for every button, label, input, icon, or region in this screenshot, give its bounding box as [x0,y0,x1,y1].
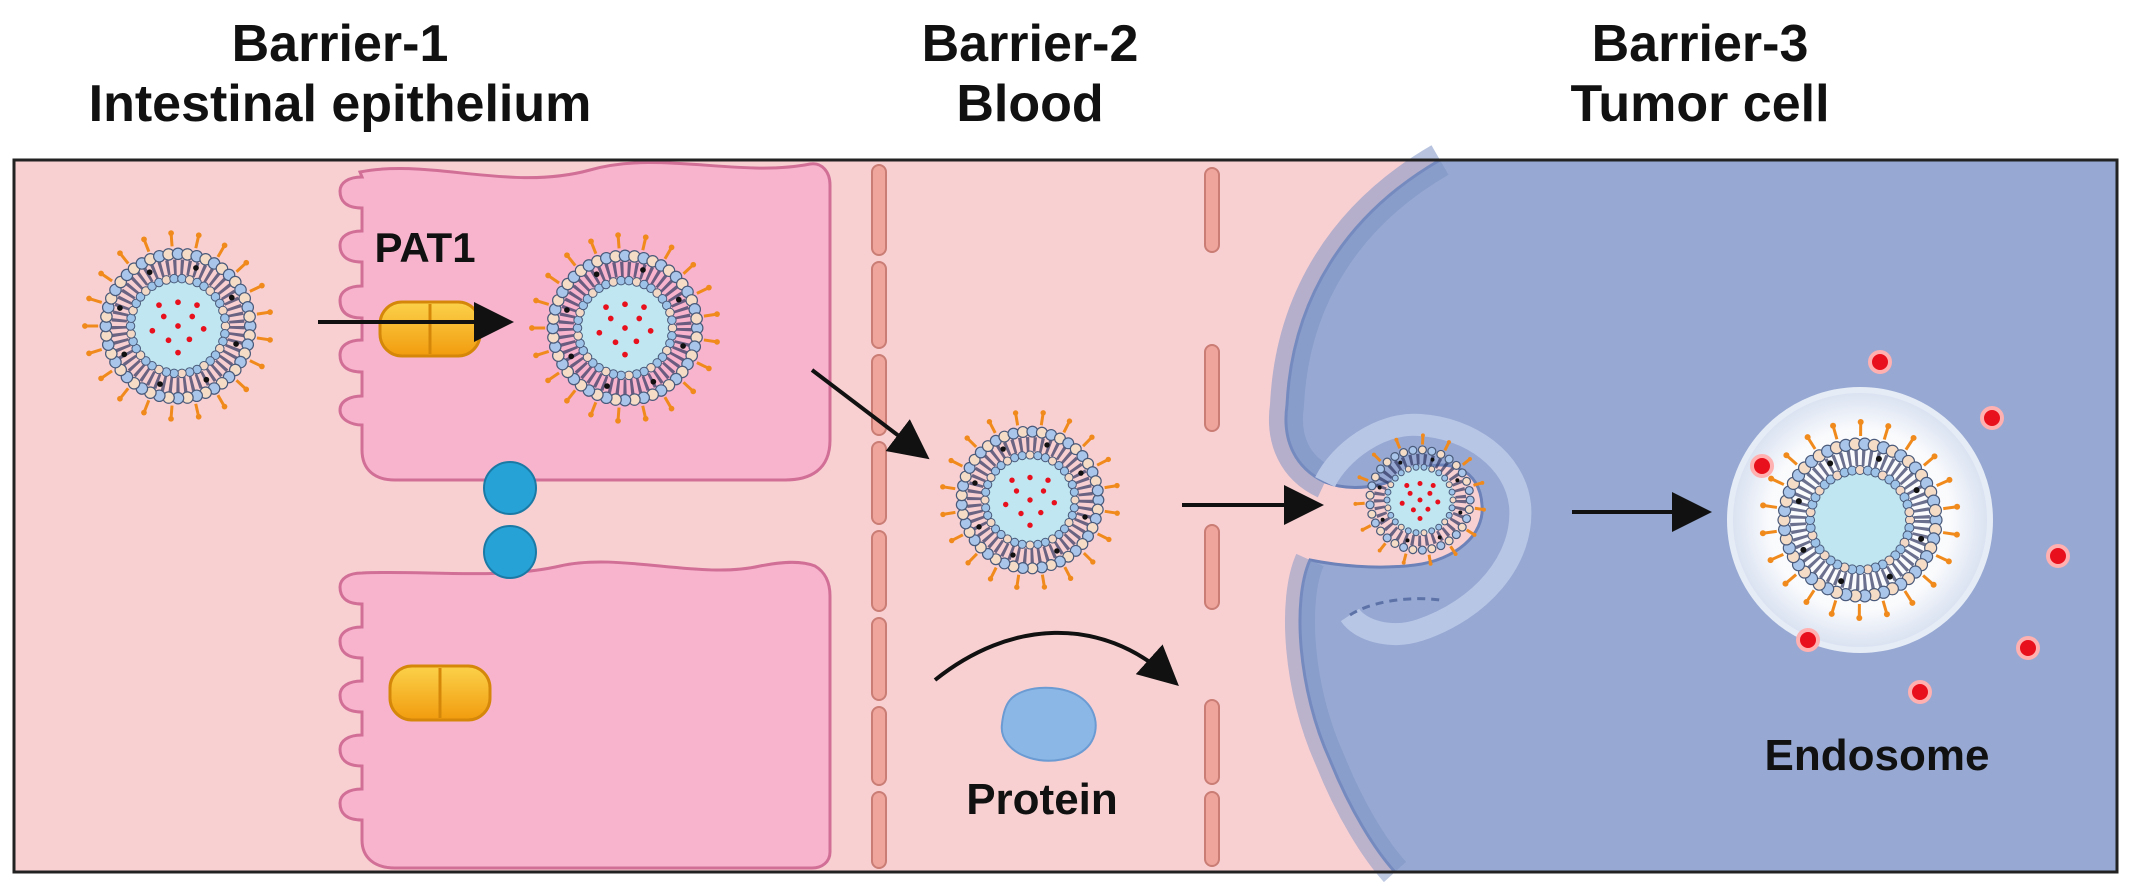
blood-protein [1000,686,1097,762]
pat1-label: PAT1 [374,224,475,271]
nanoparticle-in-blood [940,410,1120,590]
barrier-2-subtitle: Blood [956,75,1104,133]
epithelial-cell-lower [338,560,832,870]
barrier-2-heading: Barrier-2 Blood [820,14,1240,134]
vessel-wall-left [871,164,887,869]
barrier-3-subtitle: Tumor cell [1570,75,1830,133]
circulation-arrow [933,630,1179,687]
pat1-transporter-upper [378,300,482,358]
barrier-2-title: Barrier-2 [921,15,1139,73]
nanoparticle-in-enterocyte [529,232,720,424]
barrier-1-heading: Barrier-1 Intestinal epithelium [80,14,600,134]
endocytic-pocket-line [1349,597,1441,617]
endosome-label: Endosome [1765,731,1990,780]
exit-arrow [810,368,930,460]
pat1-transporter-lower [388,664,492,722]
barrier-3-title: Barrier-3 [1591,15,1809,73]
tight-junction-protein [483,525,537,579]
nanoparticle-in-endosome [1759,419,1961,621]
nanoparticle-being-internalized [1353,433,1486,566]
tumor-cell-rim [1269,145,1449,498]
protein-label: Protein [966,775,1118,824]
tumor-cell-rim-lower [1285,553,1407,883]
endocytic-pocket [1315,413,1532,645]
vessel-wall-right [1204,167,1220,867]
nanoparticle-lumen [82,230,273,422]
released-drug-molecules [1750,350,2070,704]
barrier-1-subtitle: Intestinal epithelium [88,75,592,133]
barrier-1-title: Barrier-1 [231,15,449,73]
barrier-3-heading: Barrier-3 Tumor cell [1460,14,1940,134]
diagram-frame [12,158,2119,874]
tight-junction-protein [483,461,537,515]
